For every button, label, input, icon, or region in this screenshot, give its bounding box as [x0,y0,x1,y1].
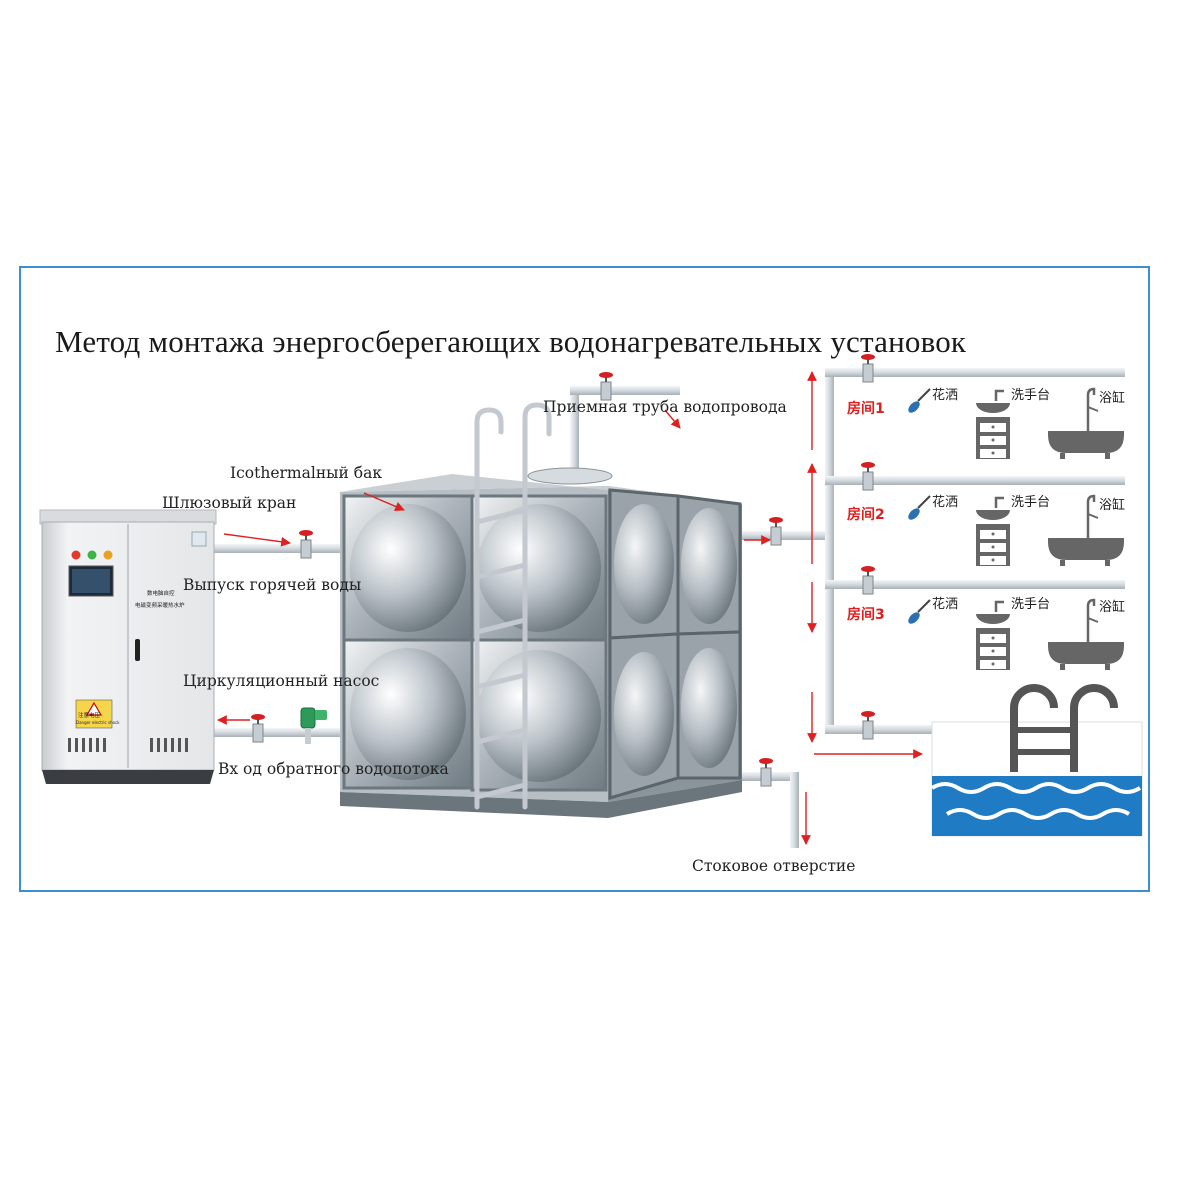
heater-cabinet [39,509,217,784]
swimming-pool-icon [930,684,1143,837]
gate-valve [769,517,783,546]
shower-label: 花洒 [932,597,959,612]
wash-basin-icon [976,389,1010,459]
room-row [908,598,1124,670]
gate-valve [861,566,875,595]
bathtub-icon [1048,494,1124,566]
distribution-riser [825,368,834,734]
gate-valve [759,758,773,787]
supply-pipe-vertical [570,386,579,476]
label-hot-water-outlet: Выпуск горячей воды [183,576,362,594]
room-label: 房间3 [847,607,885,623]
room-row [908,387,1124,459]
heater-warning-text: 注意电压 [78,713,101,719]
basin-label: 洗手台 [1011,495,1051,510]
bathtub-label: 浴缸 [1099,600,1126,615]
branch-pool [825,725,935,734]
gate-valve [861,711,875,740]
branch-room3 [825,580,1125,589]
installation-diagram [39,354,1143,848]
label-isothermal-tank: Icothermalный бак [230,464,383,482]
heater-panel-text-1: 数电脑自控 [147,591,175,597]
bathtub-icon [1048,598,1124,670]
bathtub-label: 浴缸 [1099,498,1126,513]
bathtub-label: 浴缸 [1099,391,1126,406]
gate-valves [251,354,875,787]
room-row [908,494,1124,566]
hot-water-pipe [214,544,349,553]
room-label: 房间1 [847,401,885,417]
pipe-network [214,368,1125,848]
shower-label: 花洒 [932,495,959,510]
label-drain: Стоковое отверстие [692,857,856,875]
bathtub-icon [1048,387,1124,459]
diagram-frame: Метод монтажа энергосберегающих водонагр… [19,266,1150,892]
drain-pipe-horizontal [718,772,798,781]
diagram-title: Метод монтажа энергосберегающих водонагр… [55,324,967,359]
label-gate-valve: Шлюзовый кран [162,494,297,512]
heater-warning-subtext: Danger electric shock [76,720,120,725]
gate-valve [251,714,265,743]
wash-basin-icon [976,496,1010,566]
gate-valve [299,530,313,559]
label-circulation-pump: Циркуляционный насос [183,672,380,690]
distribution-pipe [738,531,833,540]
circulation-pump [300,707,327,744]
shower-head-icon [908,599,931,624]
branch-room2 [825,476,1125,485]
basin-label: 洗手台 [1011,597,1051,612]
label-supply-pipe: Приемная труба водопровода [543,398,787,416]
gate-valve [599,372,613,401]
drain-pipe-vertical [790,772,799,848]
room-label: 房间2 [847,507,885,523]
shower-head-icon [908,388,931,413]
supply-pipe-horizontal [570,386,680,395]
wash-basin-icon [976,600,1010,670]
label-return-inlet: Вх од обратного водопотока [218,760,449,778]
basin-label: 洗手台 [1011,388,1051,403]
branch-room1 [825,368,1125,377]
ladder [474,402,552,810]
gate-valve [861,462,875,491]
flow-arrows [217,371,923,845]
stainless-tank [340,467,742,818]
return-pipe [214,728,349,737]
rooms [908,387,1124,670]
shower-head-icon [908,495,931,520]
gate-valve [861,354,875,383]
heater-panel-text-2: 电磁变频采暖热水炉 [135,603,185,609]
shower-label: 花洒 [932,388,959,403]
